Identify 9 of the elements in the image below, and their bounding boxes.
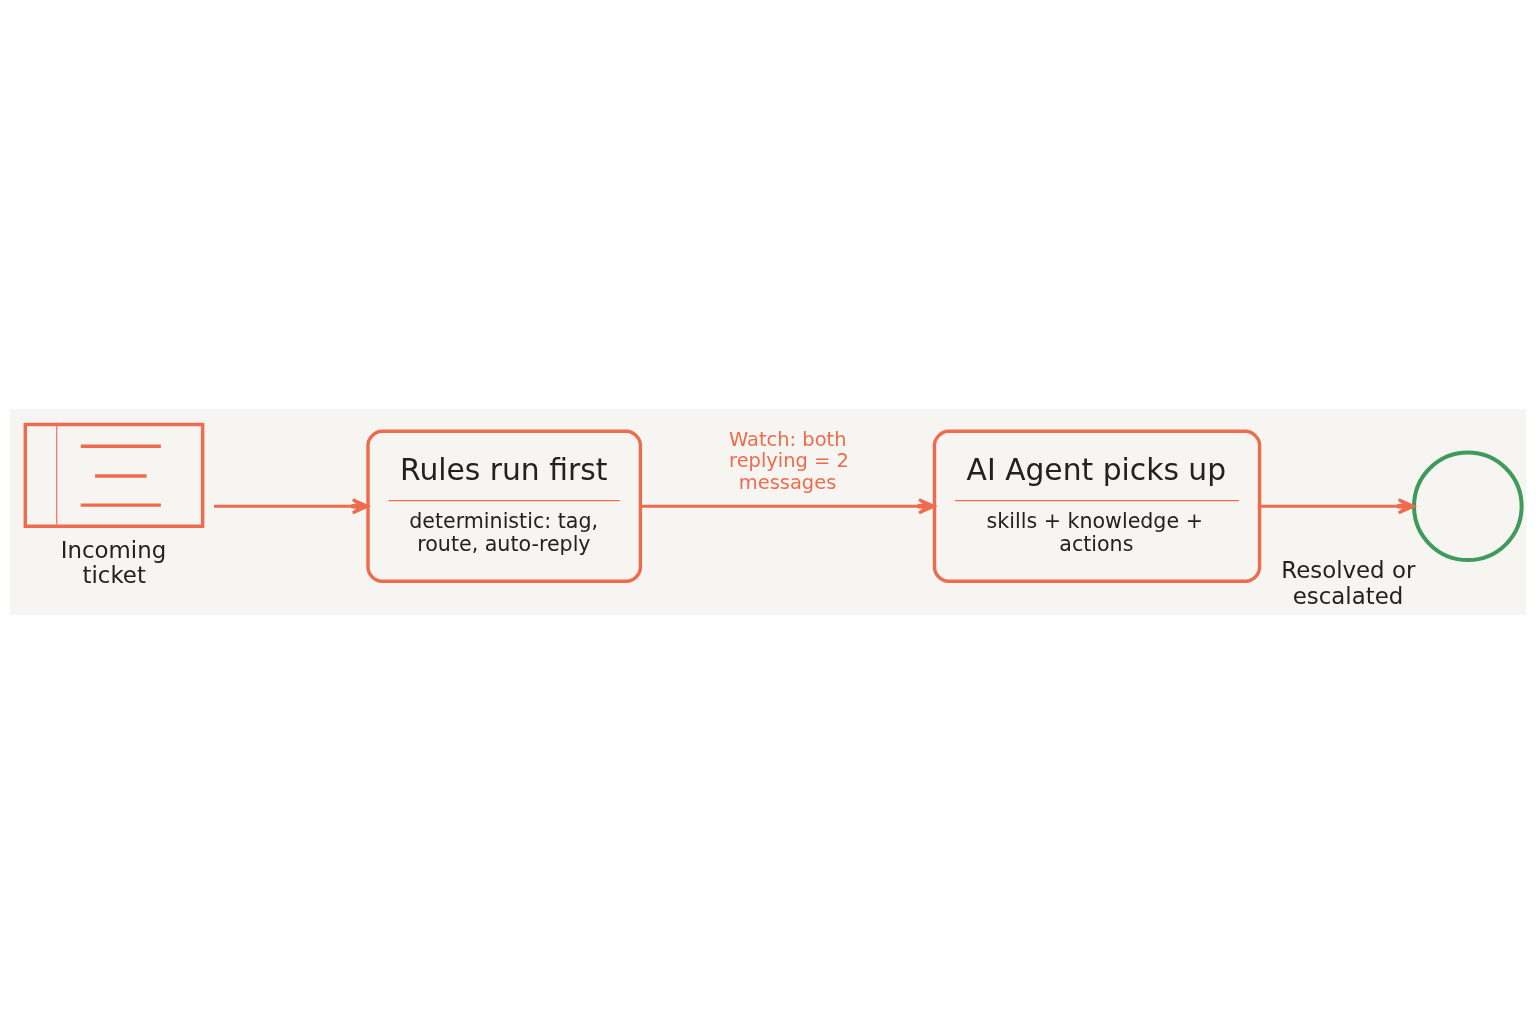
- node-box: AI Agent picks up skills + knowledge + actions: [932, 429, 1262, 583]
- arrow: [640, 498, 936, 515]
- arrow: [214, 498, 370, 515]
- node-label: Incoming ticket: [60, 536, 167, 588]
- node-circle: [1412, 450, 1524, 563]
- arrow: [1259, 498, 1416, 515]
- node-label: Resolved or escalated: [1281, 557, 1416, 609]
- node-box: Rules run first deterministic: tag, route, auto-reply: [366, 429, 643, 583]
- edge-label: Watch: both replying = 2 messages: [729, 427, 849, 495]
